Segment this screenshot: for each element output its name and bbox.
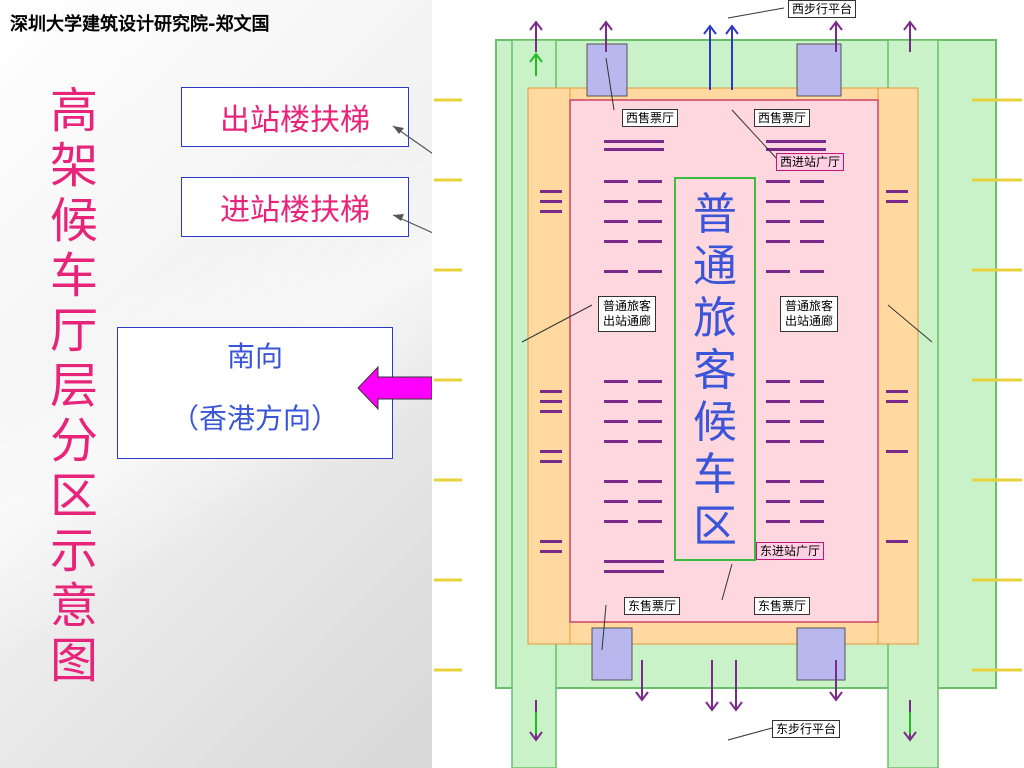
corridor-right-line1: 普通旅客 <box>785 299 834 313</box>
se-ticket-hall <box>796 627 846 681</box>
edge-dashes <box>434 98 1022 672</box>
corridor-left-tag: 普通旅客 出站通廊 <box>598 296 657 332</box>
west-ticket-hall-left-tag: 西售票厅 <box>622 109 679 127</box>
floor-plan: 西步行平台 西售票厅 西售票厅 西进站广厅 普通旅客 出站通廊 普通旅客 出站通… <box>432 0 1024 768</box>
south-service-band <box>527 621 919 645</box>
west-service-band <box>527 87 571 645</box>
nw-ticket-hall <box>586 43 628 97</box>
sw-ticket-hall <box>591 627 633 681</box>
south-direction-box: 南向 （香港方向） <box>117 327 393 459</box>
entry-escalator-label: 进站楼扶梯 <box>181 177 409 237</box>
east-ticket-hall-left-tag: 东售票厅 <box>624 597 681 615</box>
vertical-title: 高架候车厅层分区示意图 <box>49 83 98 689</box>
west-entry-plaza-tag: 西进站广厅 <box>776 153 845 171</box>
south-direction-arrow <box>357 365 433 411</box>
exit-escalator-text: 出站楼扶梯 <box>220 103 370 138</box>
ne-ticket-hall <box>796 43 842 97</box>
west-walk-platform-tag: 西步行平台 <box>788 0 857 18</box>
entry-escalator-text: 进站楼扶梯 <box>220 193 370 228</box>
corridor-right-line2: 出站通廊 <box>785 314 834 328</box>
south-direction-text: 南向 <box>226 340 283 373</box>
south-arrows <box>529 660 917 742</box>
east-walk-platform-tag: 东步行平台 <box>772 720 841 738</box>
seating-left <box>540 140 664 573</box>
exit-leader-arrowhead <box>393 126 404 134</box>
north-entry-arrows <box>703 24 739 90</box>
corridor-left-line2: 出站通廊 <box>603 314 652 328</box>
north-arrows <box>529 20 917 52</box>
page-header: 深圳大学建筑设计研究院-郑文国 <box>10 14 270 35</box>
east-service-band <box>877 87 919 645</box>
corridor-left-line1: 普通旅客 <box>603 299 652 313</box>
seating-right <box>766 140 908 543</box>
entry-leader-arrowhead <box>393 214 404 221</box>
exit-escalator-label: 出站楼扶梯 <box>181 87 409 147</box>
hong-kong-direction-text: （香港方向） <box>170 402 339 435</box>
west-ticket-hall-right-tag: 西售票厅 <box>754 109 811 127</box>
east-entry-plaza-tag: 东进站广厅 <box>756 542 825 560</box>
green-arrows <box>529 52 911 734</box>
plan-leader-lines <box>521 7 933 741</box>
corridor-right-tag: 普通旅客 出站通廊 <box>780 296 839 332</box>
general-waiting-zone: 普通旅客候车区 <box>674 177 756 561</box>
east-ticket-hall-right-tag: 东售票厅 <box>754 597 811 615</box>
